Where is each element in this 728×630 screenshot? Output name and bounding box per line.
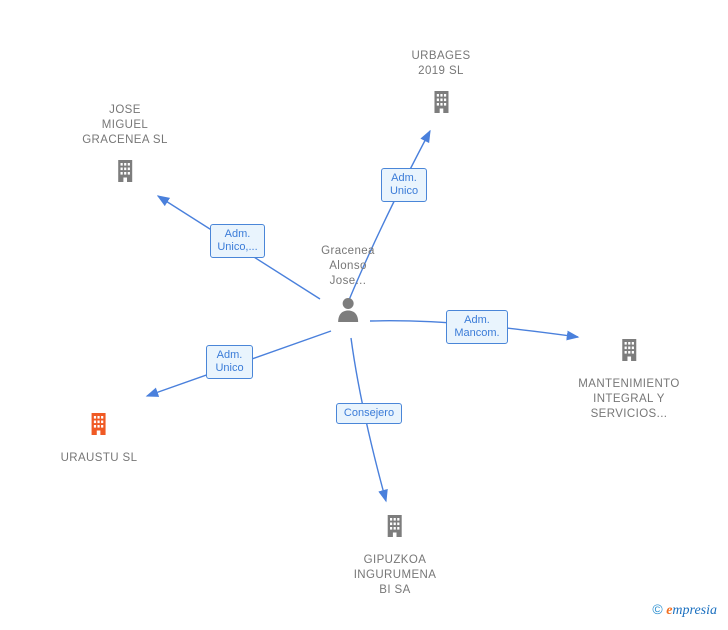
- node-label-line: GRACENEA SL: [82, 134, 168, 146]
- building-icon: [111, 157, 139, 190]
- node-label-line: GIPUZKOA: [363, 554, 427, 566]
- node-jose-miguel-gracenea-sl[interactable]: JOSE MIGUEL GRACENEA SL: [82, 103, 168, 190]
- brand-initial: e: [666, 603, 673, 618]
- node-label-line: MANTENIMIENTO: [578, 378, 680, 390]
- node-label-line: 2019 SL: [418, 65, 464, 77]
- building-icon: [427, 88, 455, 121]
- brand-text: mpresia: [672, 603, 717, 618]
- node-label: GIPUZKOA INGURUMENA BI SA: [354, 553, 437, 598]
- node-label-line: SERVICIOS...: [590, 408, 668, 420]
- edge-person-to-urbages: [348, 129, 431, 301]
- node-label-line: URBAGES: [411, 50, 471, 62]
- node-label-line: MIGUEL: [101, 119, 149, 131]
- node-label: Gracenea Alonso Jose...: [321, 244, 375, 289]
- edge-label-adm-unico-uraustu[interactable]: Adm. Unico: [206, 345, 253, 379]
- node-label-line: Alonso: [329, 260, 367, 272]
- empresia-logo[interactable]: © empresia: [652, 601, 717, 619]
- building-icon: [381, 512, 409, 545]
- node-label: MANTENIMIENTO INTEGRAL Y SERVICIOS...: [578, 377, 679, 422]
- node-mantenimiento-integral-y-servicios[interactable]: MANTENIMIENTO INTEGRAL Y SERVICIOS...: [578, 336, 679, 422]
- node-label-line: INGURUMENA: [353, 569, 437, 581]
- node-label-line: INTEGRAL Y: [593, 393, 665, 405]
- node-label: URAUSTU SL: [61, 451, 138, 466]
- edge-label-adm-mancom-mantenimiento[interactable]: Adm. Mancom.: [446, 310, 508, 344]
- node-label-line: Jose...: [329, 275, 367, 287]
- node-label-line: Gracenea: [321, 245, 375, 257]
- copyright-symbol: ©: [652, 601, 663, 617]
- edge-label-adm-unico-urbages[interactable]: Adm. Unico: [381, 168, 427, 202]
- node-label-line: BI SA: [379, 584, 411, 596]
- node-uraustu-sl[interactable]: URAUSTU SL: [61, 410, 138, 466]
- node-label-line: URAUSTU SL: [60, 452, 138, 464]
- node-label: JOSE MIGUEL GRACENEA SL: [82, 103, 168, 148]
- node-label: URBAGES 2019 SL: [411, 49, 470, 79]
- node-urbages-2019-sl[interactable]: URBAGES 2019 SL: [411, 49, 470, 121]
- node-gipuzkoa-ingurumena-bi-sa[interactable]: GIPUZKOA INGURUMENA BI SA: [354, 512, 437, 598]
- building-icon: [85, 410, 113, 443]
- person-icon: [335, 296, 361, 329]
- edge-label-adm-unico-jose-miguel[interactable]: Adm. Unico,...: [210, 224, 265, 258]
- edge-label-consejero-gipuzkoa[interactable]: Consejero: [336, 403, 402, 424]
- node-person-gracenea-alonso-jose[interactable]: Gracenea Alonso Jose...: [321, 244, 375, 329]
- building-icon: [615, 336, 643, 369]
- node-label-line: JOSE: [109, 104, 141, 116]
